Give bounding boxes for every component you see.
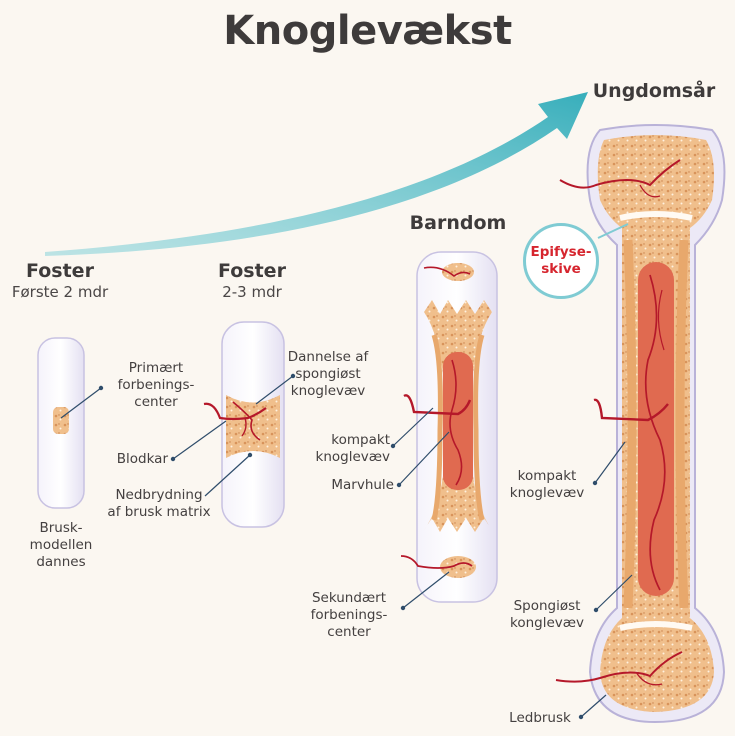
stage-3-title: Barndom	[396, 212, 520, 234]
bone-stage-1	[38, 338, 103, 508]
label-blodkar: Blodkar	[94, 451, 168, 468]
epifyseskive-badge: Epifyse-skive	[523, 223, 599, 299]
label-ledbrusk: Ledbrusk	[502, 710, 578, 727]
bone-stage-4	[556, 125, 724, 722]
page-title: Knoglevækst	[0, 8, 735, 54]
stage-1-title: Foster	[8, 260, 112, 282]
stage-4-title: Ungdomsår	[584, 80, 724, 102]
stage-2-subtitle: 2-3 mdr	[200, 283, 304, 301]
stage-2-title: Foster	[200, 260, 304, 282]
label-marvhule: Marvhule	[304, 477, 394, 494]
stage-1-subtitle: Første 2 mdr	[0, 283, 120, 301]
bone-stage-3	[391, 252, 497, 610]
